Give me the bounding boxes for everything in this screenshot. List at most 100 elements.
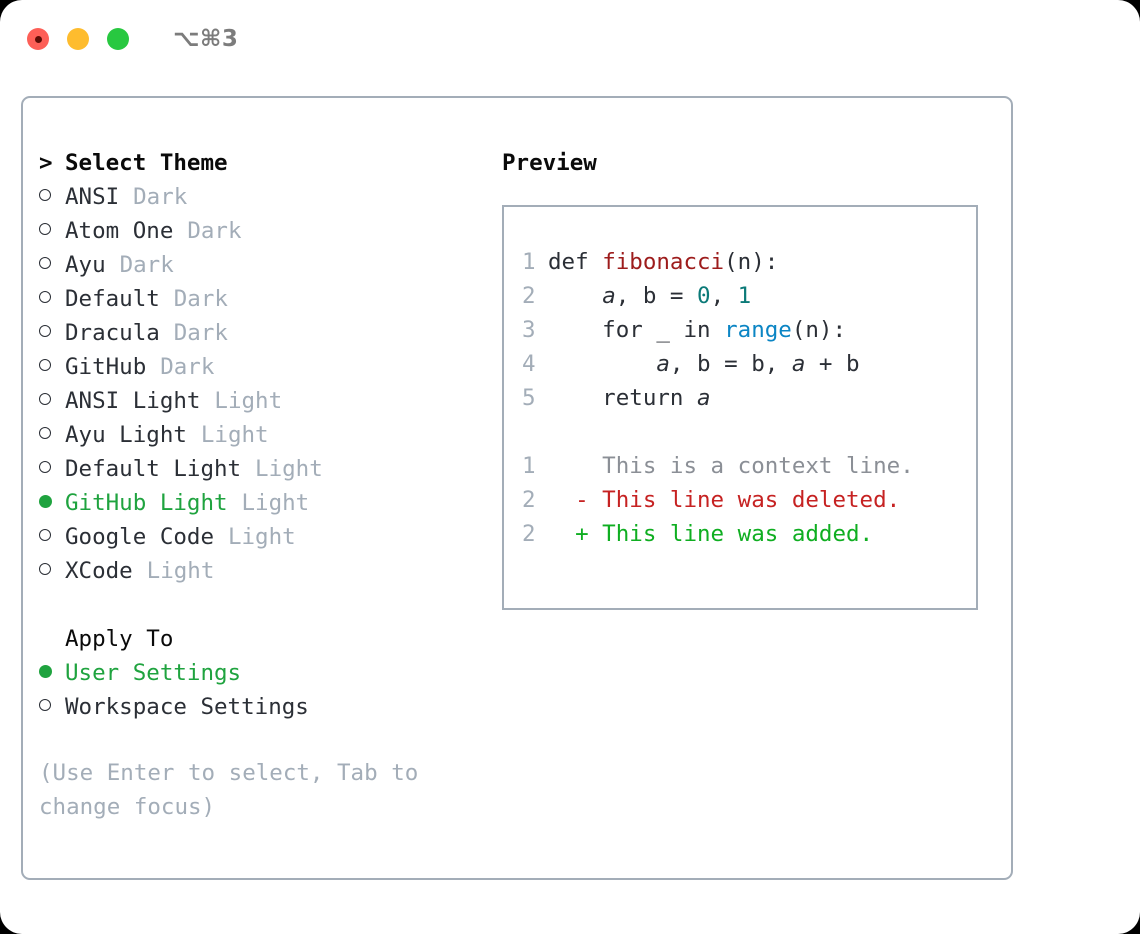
code-line-number: 2 <box>522 283 536 309</box>
theme-option-6[interactable]: ANSI Light Light <box>39 384 489 418</box>
theme-option-variant-tag: Light <box>255 456 323 482</box>
radio-ring <box>39 427 51 439</box>
theme-option-3[interactable]: Default Dark <box>39 282 489 316</box>
theme-option-label: GitHub Light <box>65 490 228 516</box>
code-line-text: return a <box>548 381 711 415</box>
apply-to-option-label: User Settings <box>65 660 242 686</box>
apply-to-option-label: Workspace Settings <box>65 694 309 720</box>
theme-option-label: GitHub <box>65 354 147 380</box>
diff-line-context: 1 This is a context line. <box>522 449 970 483</box>
theme-option-variant-tag: Light <box>200 422 269 448</box>
theme-option-7[interactable]: Ayu Light Light <box>39 418 489 452</box>
minimize-button-icon[interactable] <box>67 28 89 50</box>
section-spacer <box>39 588 489 622</box>
code-line-text: def fibonacci(n): <box>548 245 778 279</box>
code-token-plain: b <box>642 283 657 309</box>
theme-picker-header: > Select Theme <box>39 146 489 180</box>
diff-line-text: - This line was deleted. <box>548 487 901 513</box>
code-token-fn: fibonacci <box>602 249 725 275</box>
code-token-plain: def <box>548 249 603 275</box>
theme-option-2[interactable]: Ayu Dark <box>39 248 489 282</box>
radio-ring <box>39 529 51 541</box>
diff-line-number: 2 <box>522 487 536 513</box>
theme-option-variant-tag: Dark <box>187 218 242 244</box>
apply-to-option-1[interactable]: Workspace Settings <box>39 690 489 724</box>
radio-dot <box>39 665 52 678</box>
radio-ring <box>39 223 51 235</box>
code-token-plain: for _ in <box>548 317 725 343</box>
radio-ring <box>39 189 51 201</box>
code-line: 3 for _ in range(n): <box>522 313 970 347</box>
code-line: 1 def fibonacci(n): <box>522 245 970 279</box>
diff-line-added: 2 + This line was added. <box>522 517 970 551</box>
code-token-var: a <box>697 385 711 411</box>
diff-line-number: 2 <box>522 521 536 547</box>
theme-option-variant-tag: Light <box>241 490 310 516</box>
code-blank-line <box>522 415 970 449</box>
keyboard-hint-text: (Use Enter to select, Tab to change focu… <box>39 760 419 820</box>
code-token-plain: = <box>656 283 698 309</box>
radio-ring <box>39 393 51 405</box>
theme-option-label: ANSI Light <box>65 388 201 414</box>
theme-option-label: XCode <box>65 558 133 584</box>
radio-ring <box>39 563 51 575</box>
theme-option-variant-tag: Light <box>214 388 283 414</box>
theme-option-1[interactable]: Atom One Dark <box>39 214 489 248</box>
diff-line-text: This is a context line. <box>548 453 914 479</box>
code-line-text: a, b = 0, 1 <box>548 279 751 313</box>
code-token-num: 1 <box>737 283 752 309</box>
code-token-plain: , <box>710 283 738 309</box>
radio-ring <box>39 699 51 711</box>
close-button-icon[interactable] <box>27 28 49 50</box>
code-token-call: range <box>724 317 792 343</box>
theme-option-9[interactable]: GitHub Light Light <box>39 486 489 520</box>
code-line: 4 a, b = b, a + b <box>522 347 970 381</box>
theme-option-label: ANSI <box>65 184 120 210</box>
theme-option-variant-tag: Dark <box>173 320 228 346</box>
code-token-plain: , b = b, <box>669 351 792 377</box>
theme-option-0[interactable]: ANSI Dark <box>39 180 489 214</box>
code-token-var: a <box>656 351 670 377</box>
theme-option-8[interactable]: Default Light Light <box>39 452 489 486</box>
theme-option-variant-tag: Dark <box>173 286 228 312</box>
theme-option-label: Ayu Light <box>65 422 187 448</box>
code-line-number: 3 <box>522 317 536 343</box>
diff-line-number: 1 <box>522 453 536 479</box>
diff-line-deleted: 2 - This line was deleted. <box>522 483 970 517</box>
theme-option-variant-tag: Dark <box>119 252 174 278</box>
code-token-plain: (n): <box>724 249 779 275</box>
preview-title: Preview <box>502 150 597 176</box>
maximize-button-icon[interactable] <box>107 28 129 50</box>
radio-ring <box>39 461 51 473</box>
code-token-plain <box>548 283 602 309</box>
radio-ring <box>39 291 51 303</box>
theme-option-variant-tag: Dark <box>133 184 188 210</box>
code-token-plain <box>548 351 656 377</box>
theme-option-label: Ayu <box>65 252 106 278</box>
keyboard-shortcut-label: ⌥⌘3 <box>173 26 239 52</box>
theme-option-label: Atom One <box>65 218 174 244</box>
code-line-text: a, b = b, a + b <box>548 347 859 381</box>
theme-picker-header-label: Select Theme <box>65 150 228 176</box>
title-bar: ⌥⌘3 <box>0 0 1140 78</box>
prompt-caret-icon: > <box>39 150 53 176</box>
radio-dot <box>39 495 52 508</box>
close-button-inner-dot <box>34 35 42 43</box>
theme-option-label: Google Code <box>65 524 215 550</box>
code-token-var: a <box>602 283 616 309</box>
theme-option-label: Default <box>65 286 160 312</box>
radio-ring <box>39 257 51 269</box>
apply-to-option-0[interactable]: User Settings <box>39 656 489 690</box>
diff-line-text: + This line was added. <box>548 521 874 547</box>
code-line-number: 1 <box>522 249 536 275</box>
theme-option-label: Default Light <box>65 456 242 482</box>
